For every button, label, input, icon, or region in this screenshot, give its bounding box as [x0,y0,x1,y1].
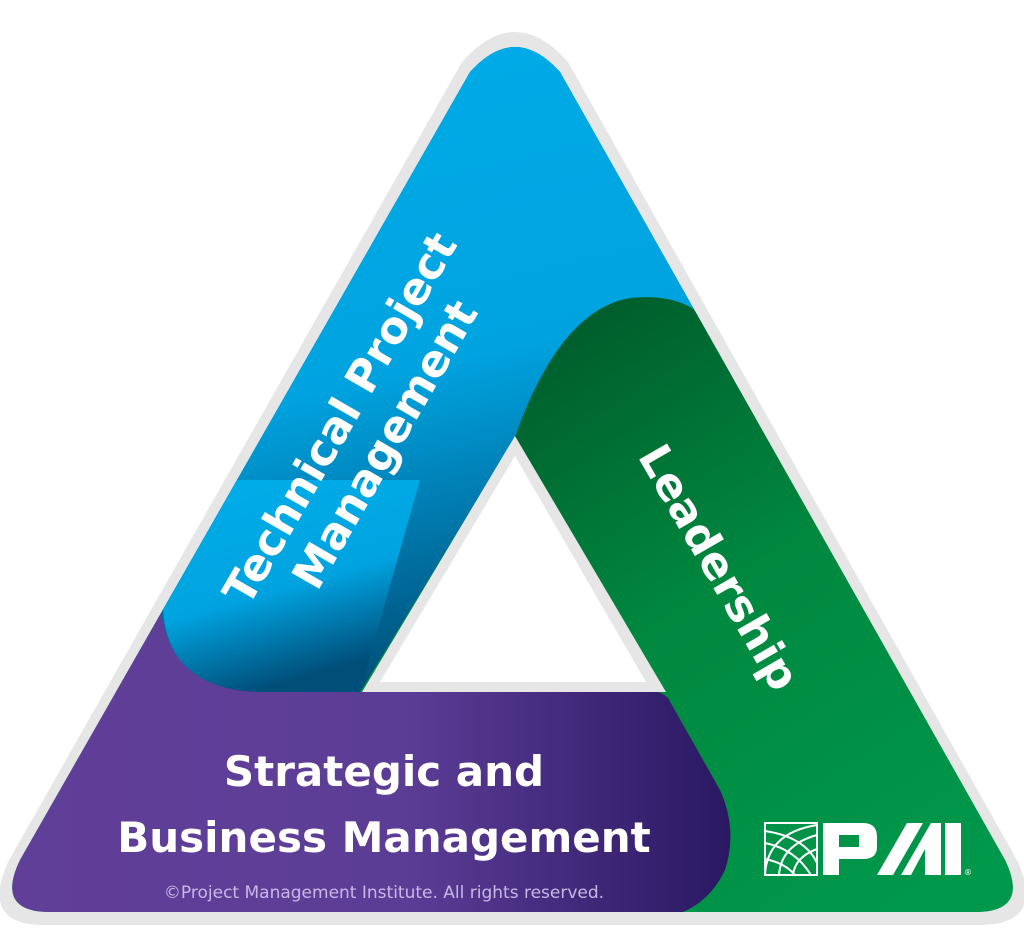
logo-letter-i [945,823,961,875]
strategic-band [12,560,731,912]
strategic-label-line2: Business Management [117,813,650,862]
technical-band-lobe [163,480,420,692]
logo-letter-m [877,823,941,875]
registered-mark: ® [964,868,972,877]
pmi-logo: ® [764,822,972,877]
leadership-band [515,297,1013,912]
globe-icon [764,822,818,876]
logo-letter-p [823,823,877,875]
copyright-text: ©Project Management Institute. All right… [164,883,604,903]
strategic-label-line1: Strategic and [224,747,544,796]
inner-hole [380,456,646,682]
